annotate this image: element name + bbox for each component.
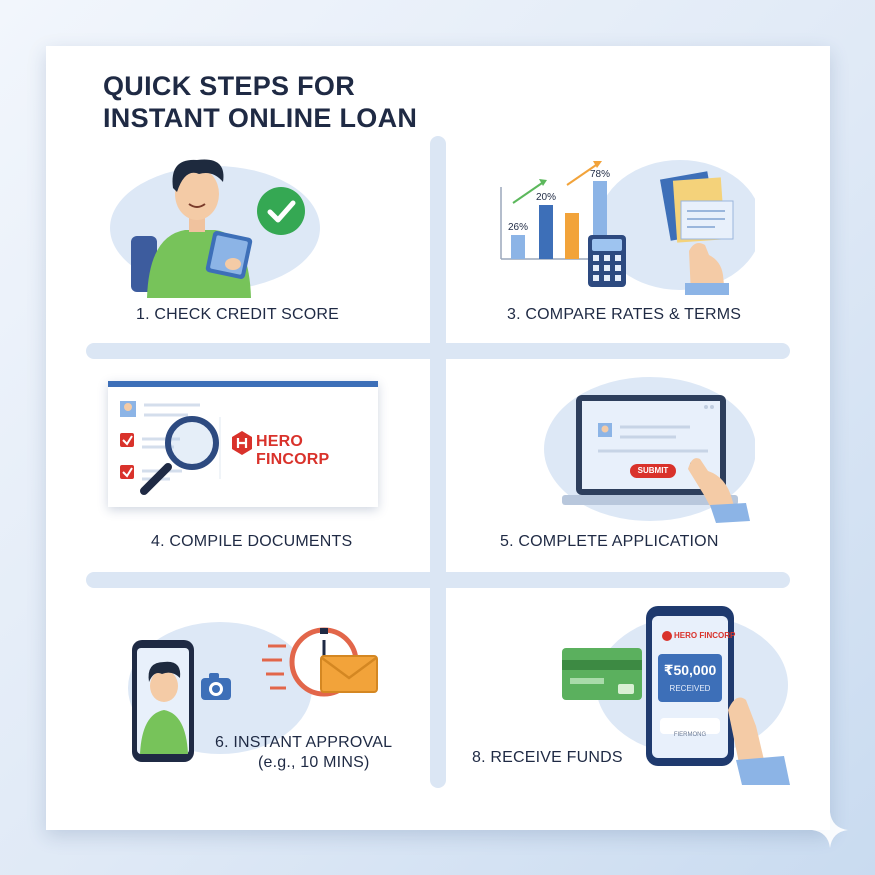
title-line-2: INSTANT ONLINE LOAN	[103, 103, 418, 133]
phone-brand-name: HERO FINCORP	[674, 631, 736, 640]
step-compare-rates: 3. COMPARE RATES & TERMS	[507, 306, 742, 323]
laptop-application-illustration	[544, 377, 755, 523]
horizontal-divider-2	[86, 572, 790, 588]
bar-label-1: 26%	[508, 222, 528, 233]
funds-illustration	[562, 606, 790, 785]
comparison-chart-illustration	[500, 160, 755, 295]
step-instant-approval-note: (e.g., 10 MINS)	[258, 754, 370, 771]
document-form-illustration	[120, 401, 221, 481]
hero-fincorp-small-logo-icon	[662, 631, 672, 641]
hero-fincorp-logo-icon	[232, 431, 252, 455]
bar-label-2: 20%	[536, 192, 556, 203]
received-status: RECEIVED	[669, 684, 711, 693]
step-complete-application: 5. COMPLETE APPLICATION	[500, 533, 719, 550]
vertical-divider	[430, 136, 446, 788]
documents-panel: HERO FINCORP	[108, 381, 378, 507]
page-title: QUICK STEPS FOR INSTANT ONLINE LOAN	[103, 70, 417, 134]
brand-name: HERO FINCORP	[256, 433, 330, 468]
bar-label-3: 78%	[590, 169, 610, 180]
sparkle-icon	[812, 812, 848, 848]
step-receive-funds: 8. RECEIVE FUNDS	[472, 749, 623, 766]
check-icon	[257, 187, 305, 235]
step-compile-documents: 4. COMPILE DOCUMENTS	[151, 533, 353, 550]
submit-button[interactable]: SUBMIT	[630, 464, 676, 478]
title-line-1: QUICK STEPS FOR	[103, 71, 356, 101]
envelope-icon	[320, 655, 378, 693]
approval-illustration	[128, 622, 359, 762]
step-check-credit-score: 1. CHECK CREDIT SCORE	[136, 306, 340, 323]
horizontal-divider-1	[86, 343, 790, 359]
received-amount: ₹50,000	[663, 662, 717, 678]
magnifier-icon	[140, 416, 219, 495]
step-instant-approval: 6. INSTANT APPROVAL	[215, 734, 393, 751]
phone-footer-text: FIERMONG	[673, 732, 707, 738]
rate-labels: 26% 20% 78%	[508, 169, 610, 233]
